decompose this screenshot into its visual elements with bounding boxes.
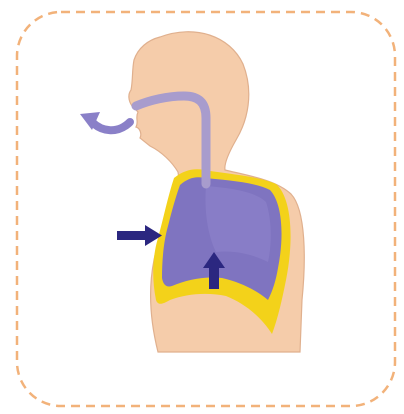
exhaled-air-arrow-icon [80, 112, 130, 130]
chest-wall-arrow-icon [117, 225, 162, 246]
